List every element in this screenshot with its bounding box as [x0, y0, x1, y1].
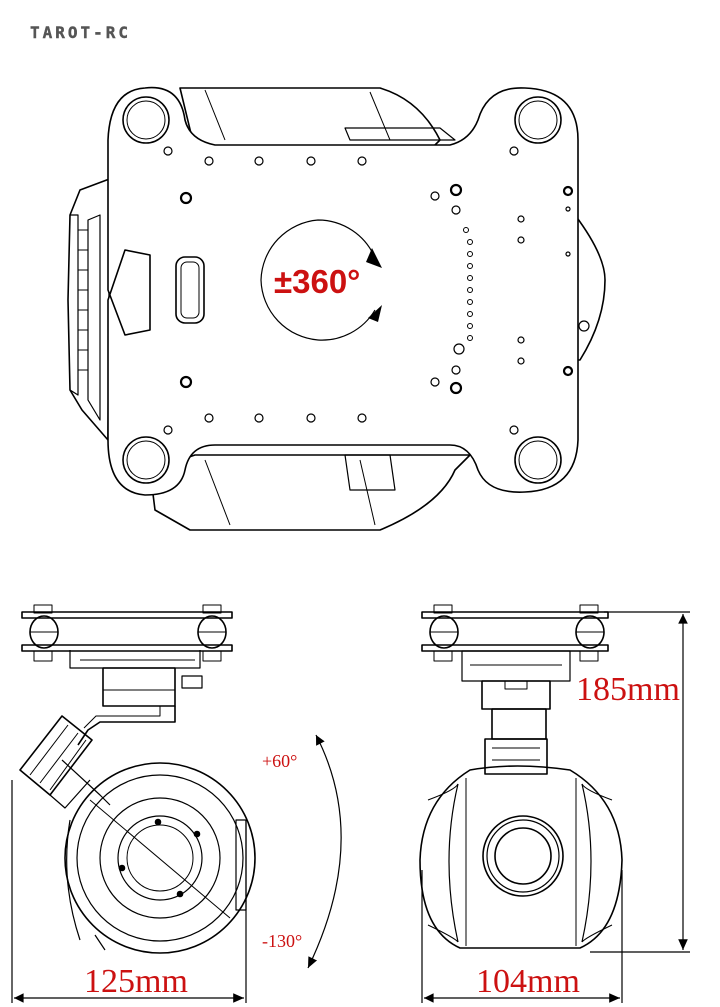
left-motor-housing — [67, 177, 113, 441]
rotation-label: ±360° — [274, 263, 360, 300]
front-view — [419, 604, 623, 949]
tilt-arc — [307, 734, 342, 969]
front-width-label: 104mm — [476, 963, 580, 1000]
brand-logo: TAROT-RC — [30, 23, 131, 42]
tilt-up-label: +60° — [262, 751, 297, 771]
front-neck — [491, 708, 547, 740]
damper-top-right — [514, 96, 562, 144]
front-lens-outer — [482, 815, 564, 897]
front-yaw-motor — [481, 680, 551, 710]
front-width-dimension — [421, 870, 623, 1003]
connector-pins — [463, 227, 473, 341]
damper-top-left — [122, 96, 170, 144]
side-width-dimension — [11, 780, 247, 1003]
top-camera-housing — [179, 87, 441, 151]
right-motor-housing — [574, 214, 606, 361]
front-height-dimension — [590, 611, 690, 953]
side-view — [19, 604, 256, 954]
side-width-label: 125mm — [84, 963, 188, 1000]
front-height-label: 185mm — [576, 671, 680, 708]
damper-bottom-right — [514, 436, 562, 484]
side-top-plate — [21, 611, 233, 619]
side-yaw-motor — [102, 667, 176, 707]
front-top-plate — [421, 611, 609, 619]
bottom-camera-housing — [149, 454, 471, 531]
side-camera-ball — [64, 762, 256, 954]
front-lens-inner — [494, 827, 552, 885]
side-pitch-motor — [19, 715, 93, 796]
tilt-down-label: -130° — [262, 931, 302, 951]
cable-slot — [175, 256, 205, 324]
damper-bottom-left — [122, 436, 170, 484]
rotation-arrow — [260, 219, 376, 341]
top-view — [67, 86, 606, 531]
front-camera-ball — [419, 765, 623, 949]
mounting-holes — [163, 146, 574, 435]
